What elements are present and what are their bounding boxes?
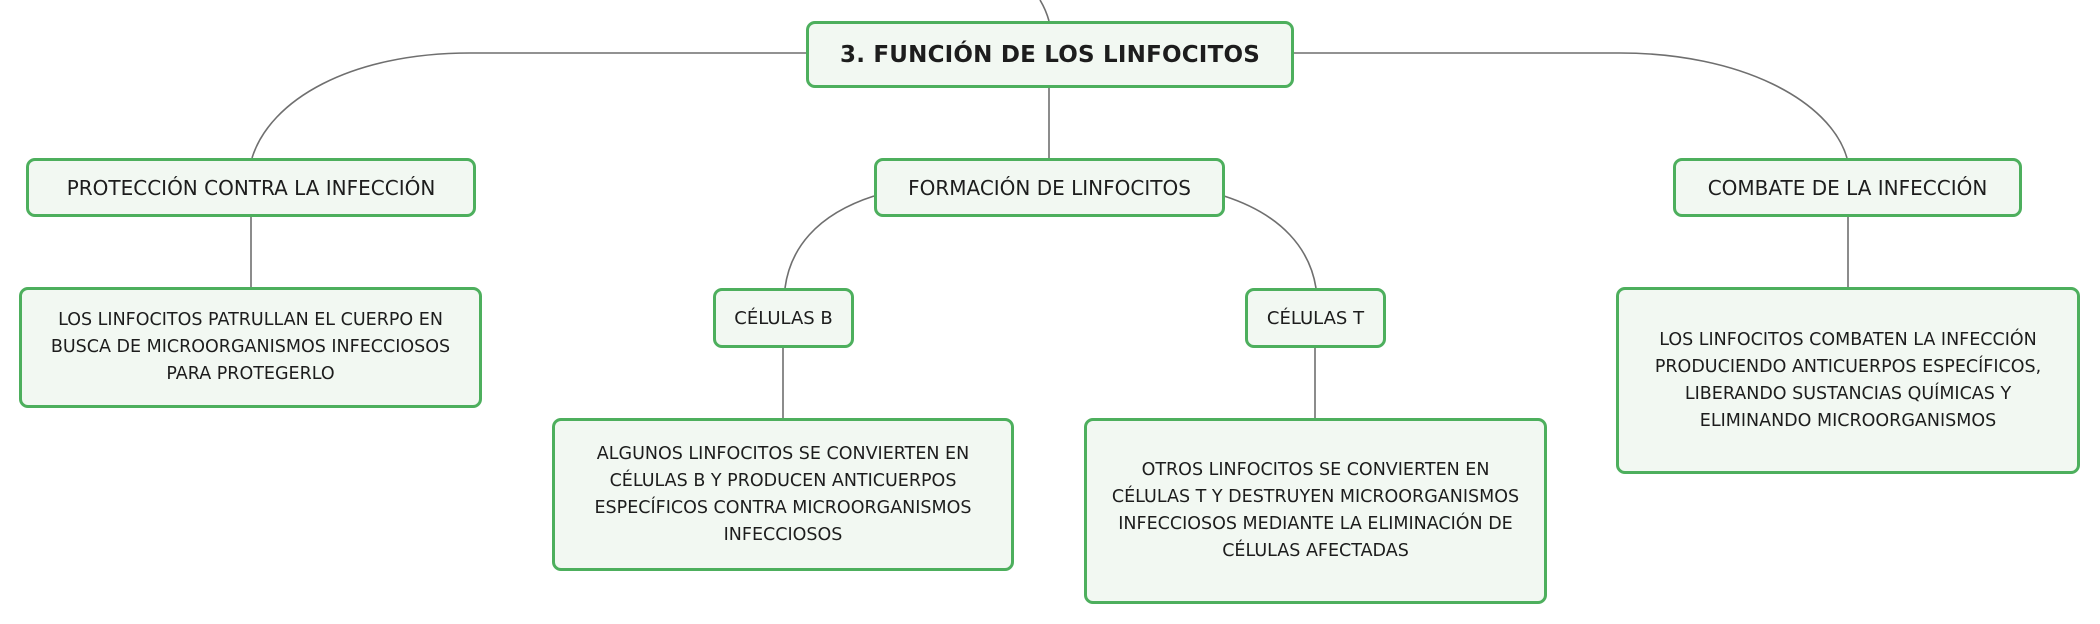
topic-proteccion[interactable]: PROTECCIÓN CONTRA LA INFECCIÓN: [26, 158, 476, 217]
detail-combate[interactable]: LOS LINFOCITOS COMBATEN LA INFECCIÓN PRO…: [1616, 287, 2080, 474]
detail-celulas-b-text: ALGUNOS LINFOCITOS SE CONVIERTEN EN CÉLU…: [594, 443, 972, 545]
topic-formacion-label: FORMACIÓN DE LINFOCITOS: [908, 175, 1191, 200]
topic-celulas-t-label: CÉLULAS T: [1266, 307, 1365, 329]
root-topic[interactable]: 3. FUNCIÓN DE LOS LINFOCITOS: [806, 21, 1294, 88]
topic-combate[interactable]: COMBATE DE LA INFECCIÓN: [1673, 158, 2022, 217]
detail-celulas-t[interactable]: OTROS LINFOCITOS SE CONVIERTEN EN CÉLULA…: [1084, 418, 1547, 604]
detail-celulas-b[interactable]: ALGUNOS LINFOCITOS SE CONVIERTEN EN CÉLU…: [552, 418, 1014, 571]
detail-proteccion[interactable]: LOS LINFOCITOS PATRULLAN EL CUERPO EN BU…: [19, 287, 482, 408]
root-topic-label: 3. FUNCIÓN DE LOS LINFOCITOS: [840, 41, 1260, 68]
topic-celulas-t[interactable]: CÉLULAS T: [1245, 288, 1386, 348]
connector-root-proteccion: [251, 52, 806, 159]
connector-root-combate: [1294, 52, 1848, 159]
topic-celulas-b[interactable]: CÉLULAS B: [713, 288, 854, 348]
topic-celulas-b-label: CÉLULAS B: [734, 307, 833, 329]
detail-combate-text: LOS LINFOCITOS COMBATEN LA INFECCIÓN PRO…: [1654, 329, 2042, 431]
connector-formacion-celulas-t: [1223, 195, 1317, 289]
detail-proteccion-text: LOS LINFOCITOS PATRULLAN EL CUERPO EN BU…: [50, 310, 451, 384]
detail-celulas-t-text: OTROS LINFOCITOS SE CONVIERTEN EN CÉLULA…: [1111, 460, 1520, 561]
connector-formacion-celulas-b: [784, 195, 875, 289]
topic-proteccion-label: PROTECCIÓN CONTRA LA INFECCIÓN: [66, 175, 436, 200]
topic-combate-label: COMBATE DE LA INFECCIÓN: [1707, 175, 1988, 200]
topic-formacion[interactable]: FORMACIÓN DE LINFOCITOS: [874, 158, 1225, 217]
connector-parent-root: [1039, 0, 1050, 22]
